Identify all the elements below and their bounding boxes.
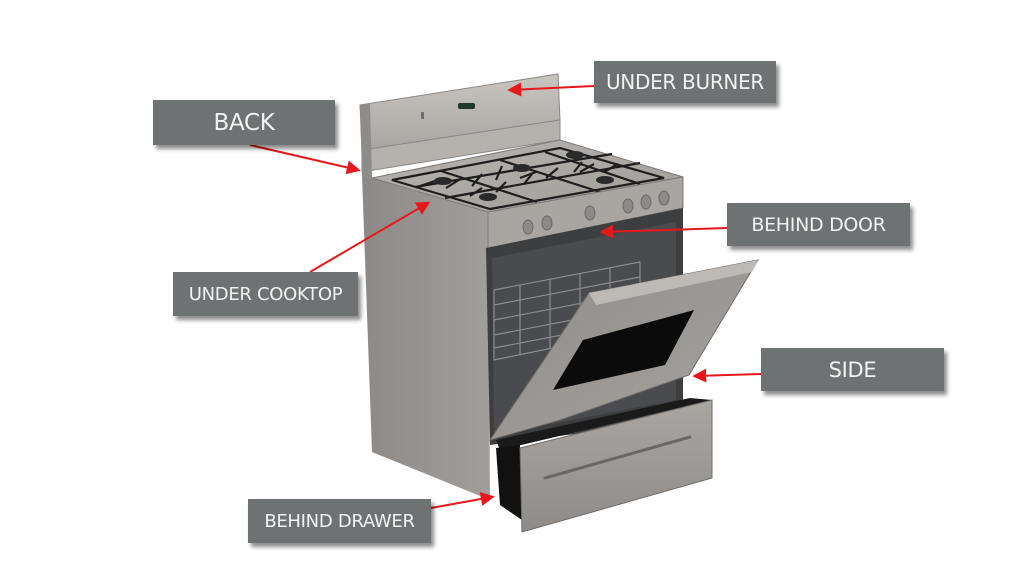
arrow-behind-door bbox=[599, 224, 728, 239]
knob-icon bbox=[522, 219, 534, 235]
label-side: SIDE bbox=[761, 348, 944, 391]
control-knobs bbox=[522, 190, 670, 235]
door-window bbox=[553, 310, 694, 390]
label-under-burner: UNDER BURNER bbox=[594, 61, 776, 103]
control-panel bbox=[487, 176, 684, 249]
indicator-light-icon bbox=[421, 112, 424, 119]
label-behind-drawer: BEHIND DRAWER bbox=[248, 499, 431, 543]
arrow-side bbox=[692, 368, 762, 383]
arrow-behind-drawer bbox=[430, 492, 495, 509]
knob-icon bbox=[658, 190, 670, 206]
label-under-cooktop: UNDER COOKTOP bbox=[173, 272, 358, 316]
knob-icon bbox=[622, 198, 634, 214]
callout-arrows bbox=[249, 82, 762, 509]
knob-icon bbox=[640, 194, 652, 210]
arrow-under-burner bbox=[507, 82, 595, 97]
range-side-panel bbox=[362, 175, 490, 500]
display-icon bbox=[458, 103, 475, 109]
cooktop bbox=[371, 139, 684, 213]
warming-drawer bbox=[496, 398, 713, 533]
burner-grates bbox=[391, 146, 665, 211]
arrow-back bbox=[249, 144, 361, 175]
label-back: BACK bbox=[153, 100, 335, 145]
oven-door bbox=[488, 259, 760, 441]
drawer-handle bbox=[543, 435, 692, 480]
label-behind-door: BEHIND DOOR bbox=[727, 203, 910, 246]
knob-icon bbox=[541, 215, 553, 231]
knob-icon bbox=[584, 205, 596, 221]
burners bbox=[434, 151, 614, 201]
arrow-under-cooktop bbox=[309, 201, 431, 273]
